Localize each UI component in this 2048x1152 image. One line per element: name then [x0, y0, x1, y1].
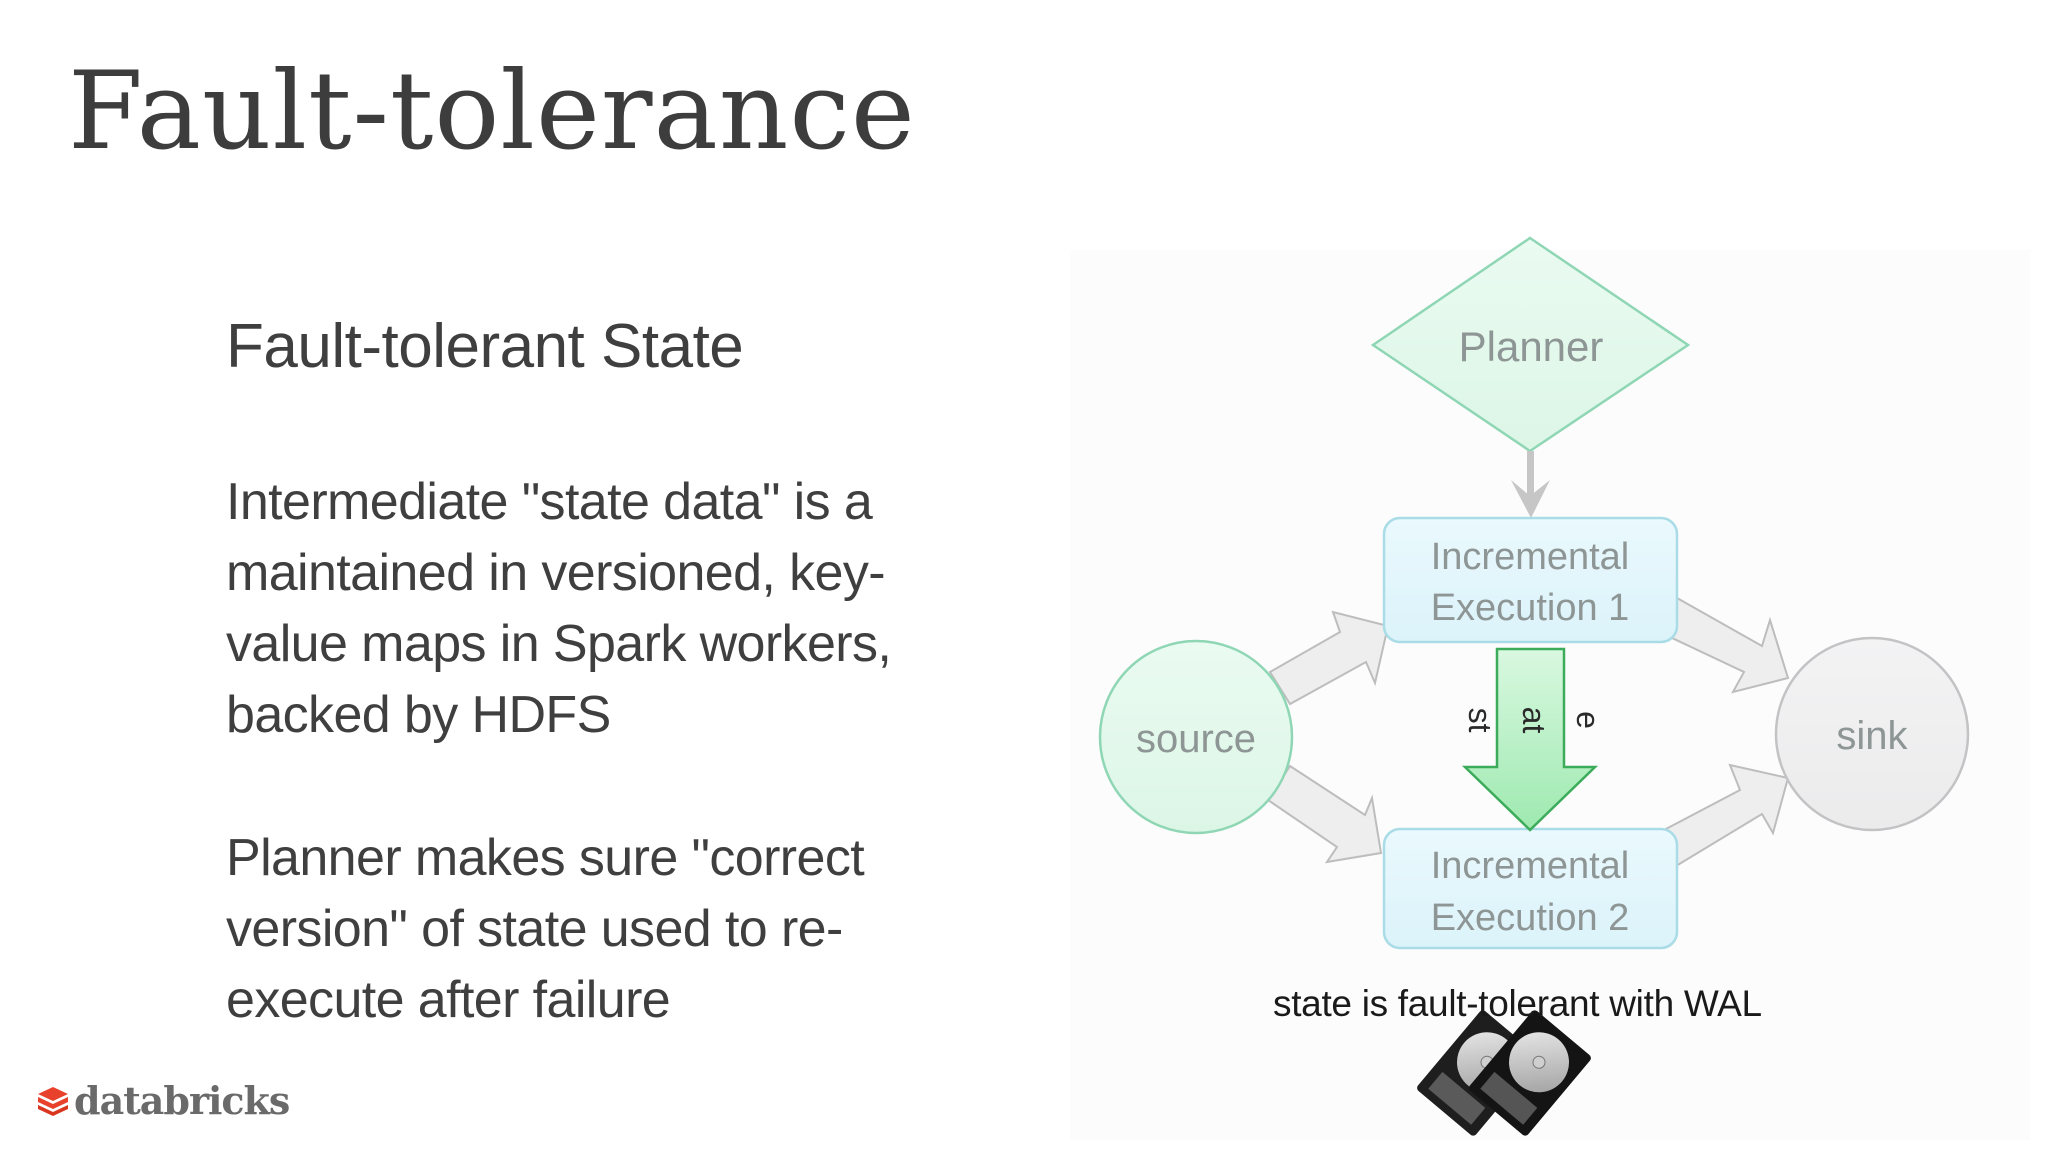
execution-2-node: Incremental Execution 2	[1382, 827, 1679, 950]
execution-1-line1: Incremental	[1431, 536, 1630, 578]
source-node: source	[1098, 639, 1294, 835]
diagram-caption: state is fault-tolerant with WAL	[1273, 983, 1762, 1024]
paragraph-planner: Planner makes sure "correct version" of …	[226, 823, 946, 1036]
text-line: backed by HDFS	[226, 686, 611, 744]
execution-2-line2: Execution 2	[1431, 897, 1630, 939]
state-label-part2: at	[1516, 707, 1552, 734]
state-label-part3: e	[1570, 711, 1606, 729]
planner-node: Planner	[1370, 236, 1691, 453]
hard-disk-drives-icon	[1417, 1010, 1591, 1136]
execution-1-node: Incremental Execution 1	[1382, 516, 1679, 644]
execution-2-line1: Incremental	[1431, 845, 1630, 887]
logo-wordmark: databricks	[74, 1078, 290, 1123]
text-line: Intermediate "state data" is a	[226, 473, 873, 531]
text-line: execute after failure	[226, 971, 671, 1029]
state-label-part1: st	[1462, 708, 1498, 733]
arrow-exec1-to-sink	[1668, 596, 1790, 694]
sink-label: sink	[1836, 714, 1908, 758]
arrow-planner-to-exec1	[1511, 451, 1550, 518]
sink-node: sink	[1774, 636, 1970, 832]
slide-title: Fault-tolerance	[68, 49, 916, 174]
text-line: Planner makes sure "correct	[226, 829, 865, 887]
text-line: maintained in versioned, key-	[226, 544, 886, 602]
text-line: value maps in Spark workers,	[226, 615, 892, 673]
source-label: source	[1136, 717, 1256, 761]
paragraph-state-data: Intermediate "state data" is a maintaine…	[226, 467, 946, 751]
execution-1-line2: Execution 1	[1431, 587, 1630, 629]
arrow-source-to-exec1	[1268, 610, 1390, 706]
arrow-source-to-exec2	[1266, 764, 1383, 864]
arrow-exec2-to-sink	[1662, 763, 1790, 868]
state-transfer-arrow: st at e	[1461, 647, 1606, 832]
databricks-logo: databricks	[36, 1078, 290, 1123]
text-line: version" of state used to re-	[226, 900, 843, 958]
databricks-stack-icon	[38, 1086, 68, 1116]
planner-label: Planner	[1459, 323, 1604, 370]
section-heading: Fault-tolerant State	[226, 312, 744, 381]
